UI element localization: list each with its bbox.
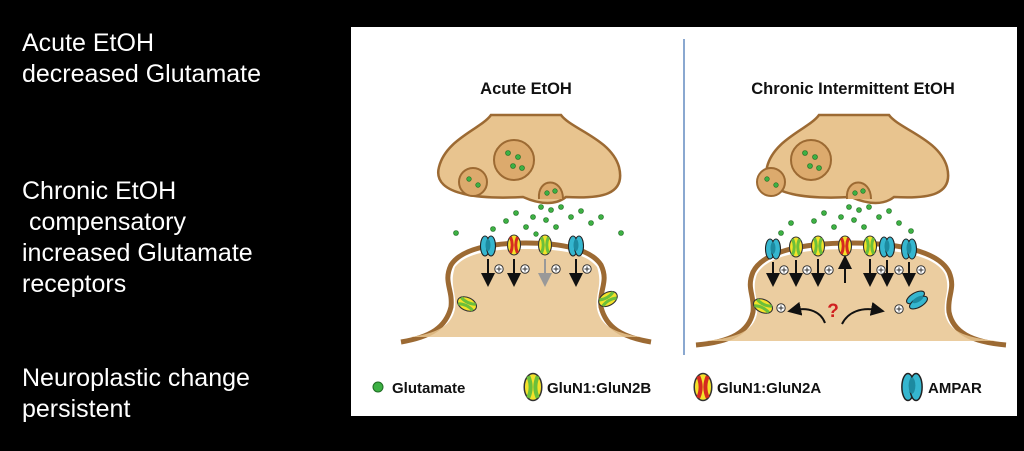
- legend-ampar-label: AMPAR: [928, 380, 982, 397]
- legend-glutamate-label: Glutamate: [392, 380, 465, 397]
- right-postsynaptic-spine: [695, 240, 1007, 348]
- left-signal-arrows: [481, 259, 592, 287]
- slide-text-acute: Acute EtOH decreased Glutamate: [22, 29, 262, 88]
- legend-glutamate-swatch: [372, 381, 384, 393]
- legend-ampar-swatch: [901, 372, 923, 402]
- right-panel-title: Chronic Intermittent EtOH: [751, 80, 955, 98]
- left-panel-title: Acute EtOH: [480, 80, 572, 98]
- legend-glun2a-swatch: [694, 374, 712, 401]
- synapse-diagram: Acute EtOH Chronic Intermittent EtOH: [372, 39, 1007, 416]
- slide-text-chronic: Chronic EtOH compensatory increased Glut…: [22, 177, 253, 298]
- legend-glun2b-swatch: [524, 374, 542, 401]
- right-glutamate-release: [764, 150, 914, 236]
- legend: Glutamate GluN1:GluN2B GluN1:GluN2A AMPA…: [372, 372, 982, 402]
- left-presynaptic-terminal: [437, 113, 622, 205]
- legend-glun2a-label: GluN1:GluN2A: [717, 380, 821, 397]
- synapse-figure: Acute EtOH Chronic Intermittent EtOH: [351, 27, 1017, 416]
- right-presynaptic-terminal: [756, 113, 950, 205]
- question-mark: ?: [827, 301, 839, 322]
- left-glutamate-release: [453, 150, 624, 237]
- slide-text-neuroplastic: Neuroplastic change persistent: [22, 364, 250, 423]
- right-signal-arrows: [766, 255, 926, 325]
- legend-glun2b-label: GluN1:GluN2B: [547, 380, 651, 397]
